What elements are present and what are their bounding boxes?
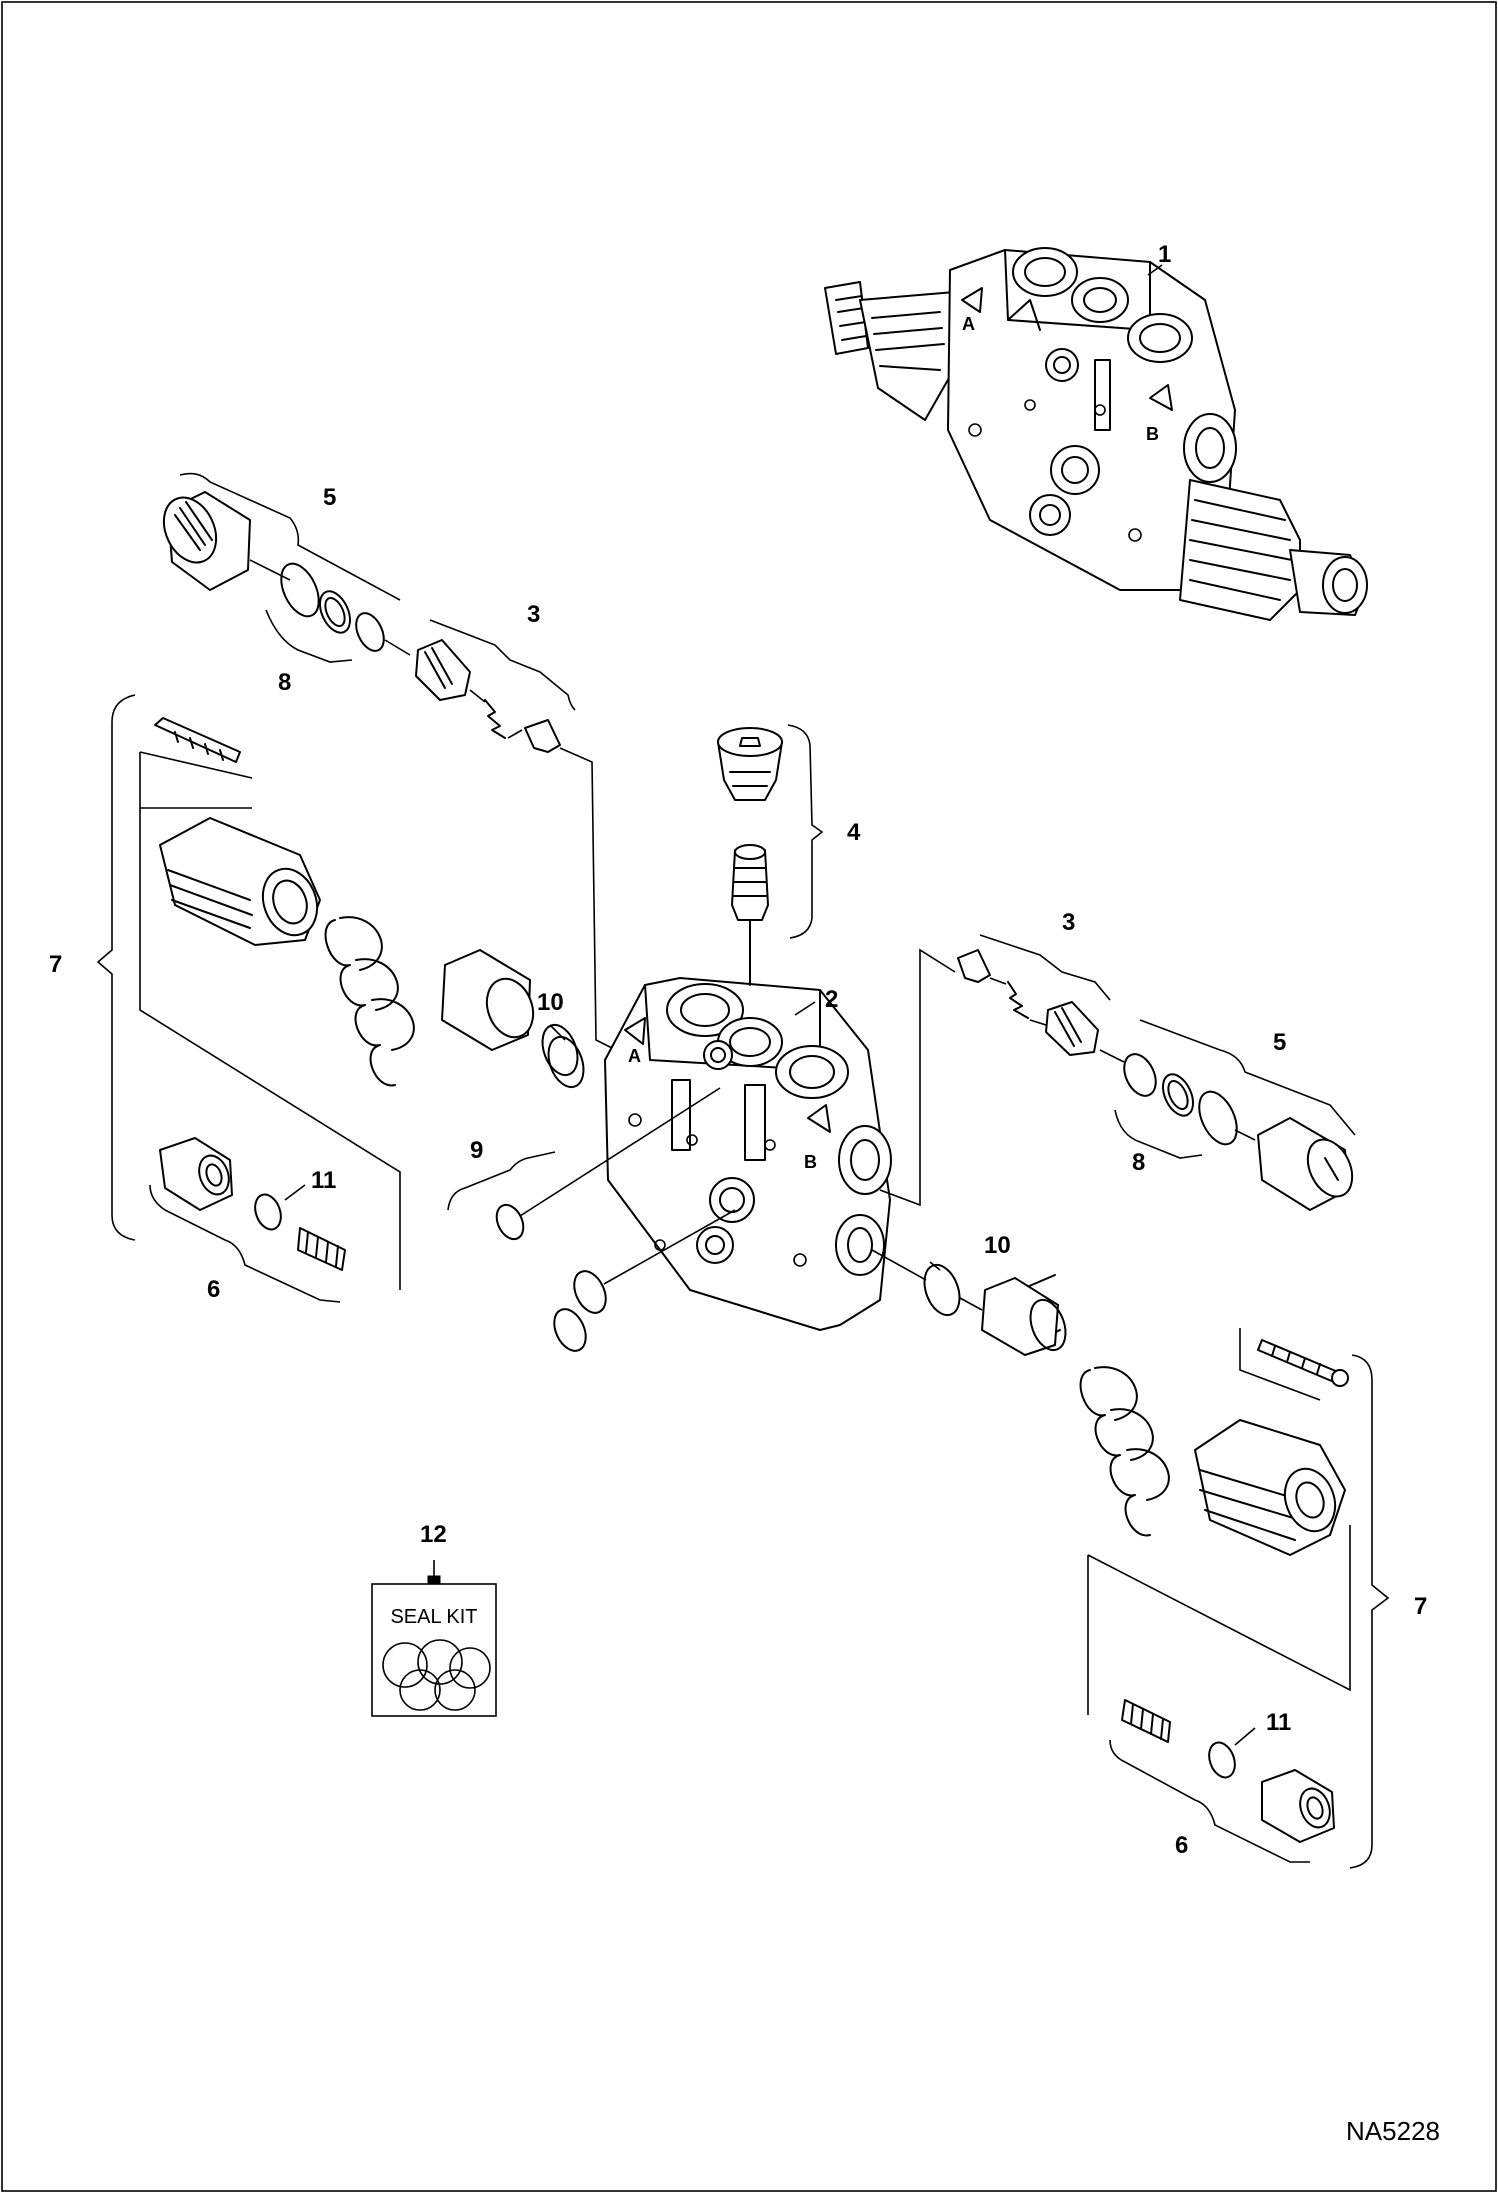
callout-8-right: 8 — [1132, 1149, 1145, 1176]
callout-6-left: 6 — [207, 1276, 220, 1303]
callout-9: 9 — [470, 1137, 483, 1164]
callout-6-right: 6 — [1175, 1832, 1188, 1859]
seal-kit-label: SEAL KIT — [390, 1606, 477, 1628]
port-mark-a-mid: A — [628, 1046, 641, 1066]
callout-1: 1 — [1158, 241, 1171, 268]
callout-labels: 1 2 3 3 4 5 5 6 6 7 7 8 8 9 10 10 11 11 … — [49, 241, 1427, 1859]
loose-o-rings — [495, 1035, 983, 1352]
callout-5-left: 5 — [323, 484, 336, 511]
callout-8-left: 8 — [278, 669, 291, 696]
drawing-code: NA5228 — [1346, 2116, 1440, 2146]
o-ring-lower-a — [573, 1270, 607, 1314]
group-brackets — [96, 264, 1390, 1869]
port-mark-b-mid: B — [804, 1152, 817, 1172]
o-ring-10-left — [547, 1035, 585, 1089]
o-ring-10-right — [923, 1263, 961, 1317]
callout-7-left: 7 — [49, 951, 62, 978]
port-mark-b-top: B — [1146, 424, 1159, 444]
port-mark-a-top: A — [962, 314, 975, 334]
seal-kit: SEAL KIT — [371, 1560, 497, 1717]
callout-4: 4 — [847, 819, 861, 846]
o-ring-lower-b — [553, 1308, 587, 1352]
callout-3-right: 3 — [1062, 909, 1075, 936]
callout-10-left: 10 — [537, 989, 564, 1016]
right-spring-cap-assembly — [981, 1274, 1351, 1843]
right-relief-plug-stack — [879, 948, 1354, 1211]
plug-and-check-assembly — [717, 727, 783, 986]
callout-12: 12 — [420, 1521, 447, 1548]
callout-2: 2 — [825, 986, 838, 1013]
callout-7-right: 7 — [1414, 1593, 1427, 1620]
callout-10-right: 10 — [984, 1232, 1011, 1259]
valve-body: A B — [604, 977, 892, 1331]
callout-5-right: 5 — [1273, 1029, 1286, 1056]
left-spring-cap-assembly — [139, 717, 579, 1290]
callout-3-left: 3 — [527, 601, 540, 628]
callout-11-left: 11 — [311, 1167, 336, 1194]
o-ring-9 — [495, 1203, 525, 1241]
assembled-valve-section: A B — [824, 247, 1368, 621]
callout-11-right: 11 — [1266, 1709, 1291, 1736]
left-relief-plug-stack — [162, 491, 613, 1049]
